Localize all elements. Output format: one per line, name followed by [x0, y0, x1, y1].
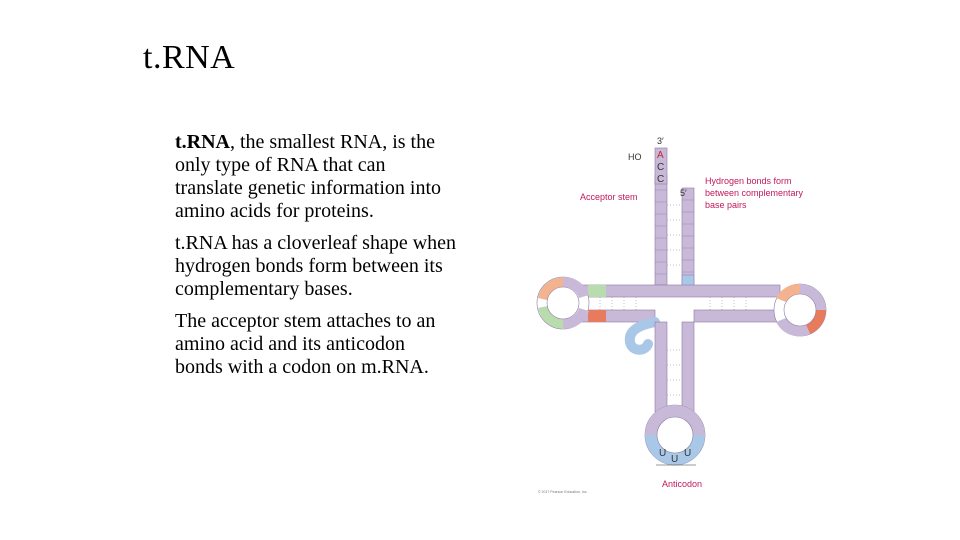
acceptor-stem-right-strand: [681, 187, 695, 286]
paragraph-3: The acceptor stem attaches to an amino a…: [175, 310, 520, 379]
acceptor-stem-label: Acceptor stem: [580, 192, 638, 202]
central-arm-bottom-strand-right: [693, 309, 781, 323]
acceptor-base-2: C: [657, 162, 664, 173]
right-loop-coral-arc: [806, 310, 826, 334]
anticodon-loop-inner: [656, 416, 694, 454]
acceptor-base-3: C: [657, 174, 664, 185]
anticodon-stem-bonds: [667, 349, 682, 396]
copyright-label: © 2017 Pearson Education, Inc.: [538, 490, 587, 494]
left-loop-purple-arc-2: [563, 308, 589, 330]
right-loop-purple-arc-2: [776, 318, 810, 337]
left-loop-orange-arc: [538, 277, 563, 300]
variable-loop: [624, 317, 660, 355]
left-loop-inner: [546, 286, 580, 320]
paragraph-2-text: t.RNA has a cloverleaf shape when hydrog…: [175, 232, 457, 300]
left-loop-green-arc: [538, 306, 563, 329]
anticodon-stem-left-strand: [654, 321, 668, 413]
five-prime-label: 5′: [680, 188, 687, 198]
acceptor-stem-left-strand: [654, 174, 668, 286]
anticodon-label: Anticodon: [662, 479, 702, 489]
anticodon-loop-blue-arc: [645, 435, 705, 465]
left-loop-purple-arc: [563, 276, 589, 298]
acceptor-base-1: A: [657, 150, 664, 161]
paragraph-2: t.RNA has a cloverleaf shape when hydrog…: [175, 232, 520, 301]
central-arm-green-segment: [588, 285, 606, 297]
hydrogen-bond-label-line-2: between complementary: [705, 188, 804, 198]
anticodon-stem-right-strand: [681, 321, 695, 413]
acceptor-stem-ticks: [655, 189, 694, 275]
ho-label: HO: [628, 152, 642, 162]
hydrogen-bond-label-line-3: base pairs: [705, 200, 747, 210]
acceptor-end-box: [654, 147, 668, 185]
acceptor-stem-bonds: [667, 204, 682, 266]
paragraph-1-text: , the smallest RNA, is the only type of …: [175, 131, 442, 222]
paragraph-1: t.RNA, the smallest RNA, is the only typ…: [175, 131, 520, 223]
hydrogen-bond-label-line-1: Hydrogen bonds form: [705, 176, 792, 186]
three-prime-label: 3′: [657, 136, 664, 146]
paragraph-1-lead: t.RNA: [175, 131, 230, 153]
slide-title: t.RNA: [143, 39, 236, 76]
trna-diagram: A C C 3′ HO 5′: [536, 136, 827, 494]
anticodon-base-1: U: [659, 448, 666, 459]
paragraph-3-text: The acceptor stem attaches to an amino a…: [175, 310, 436, 378]
right-loop-inner: [783, 293, 817, 327]
central-arm-bonds: [599, 297, 747, 310]
anticodon-loop-purple-arc: [645, 405, 705, 435]
anticodon-base-3: U: [684, 448, 691, 459]
anticodon-base-2: U: [671, 454, 678, 465]
right-loop-purple-arc: [800, 284, 826, 310]
trna-cloverleaf-figure: A C C 3′ HO 5′: [530, 130, 830, 500]
body-text: t.RNA, the smallest RNA, is the only typ…: [175, 131, 520, 388]
right-loop-orange-arc: [776, 283, 800, 302]
central-arm-orange-segment: [588, 310, 606, 322]
